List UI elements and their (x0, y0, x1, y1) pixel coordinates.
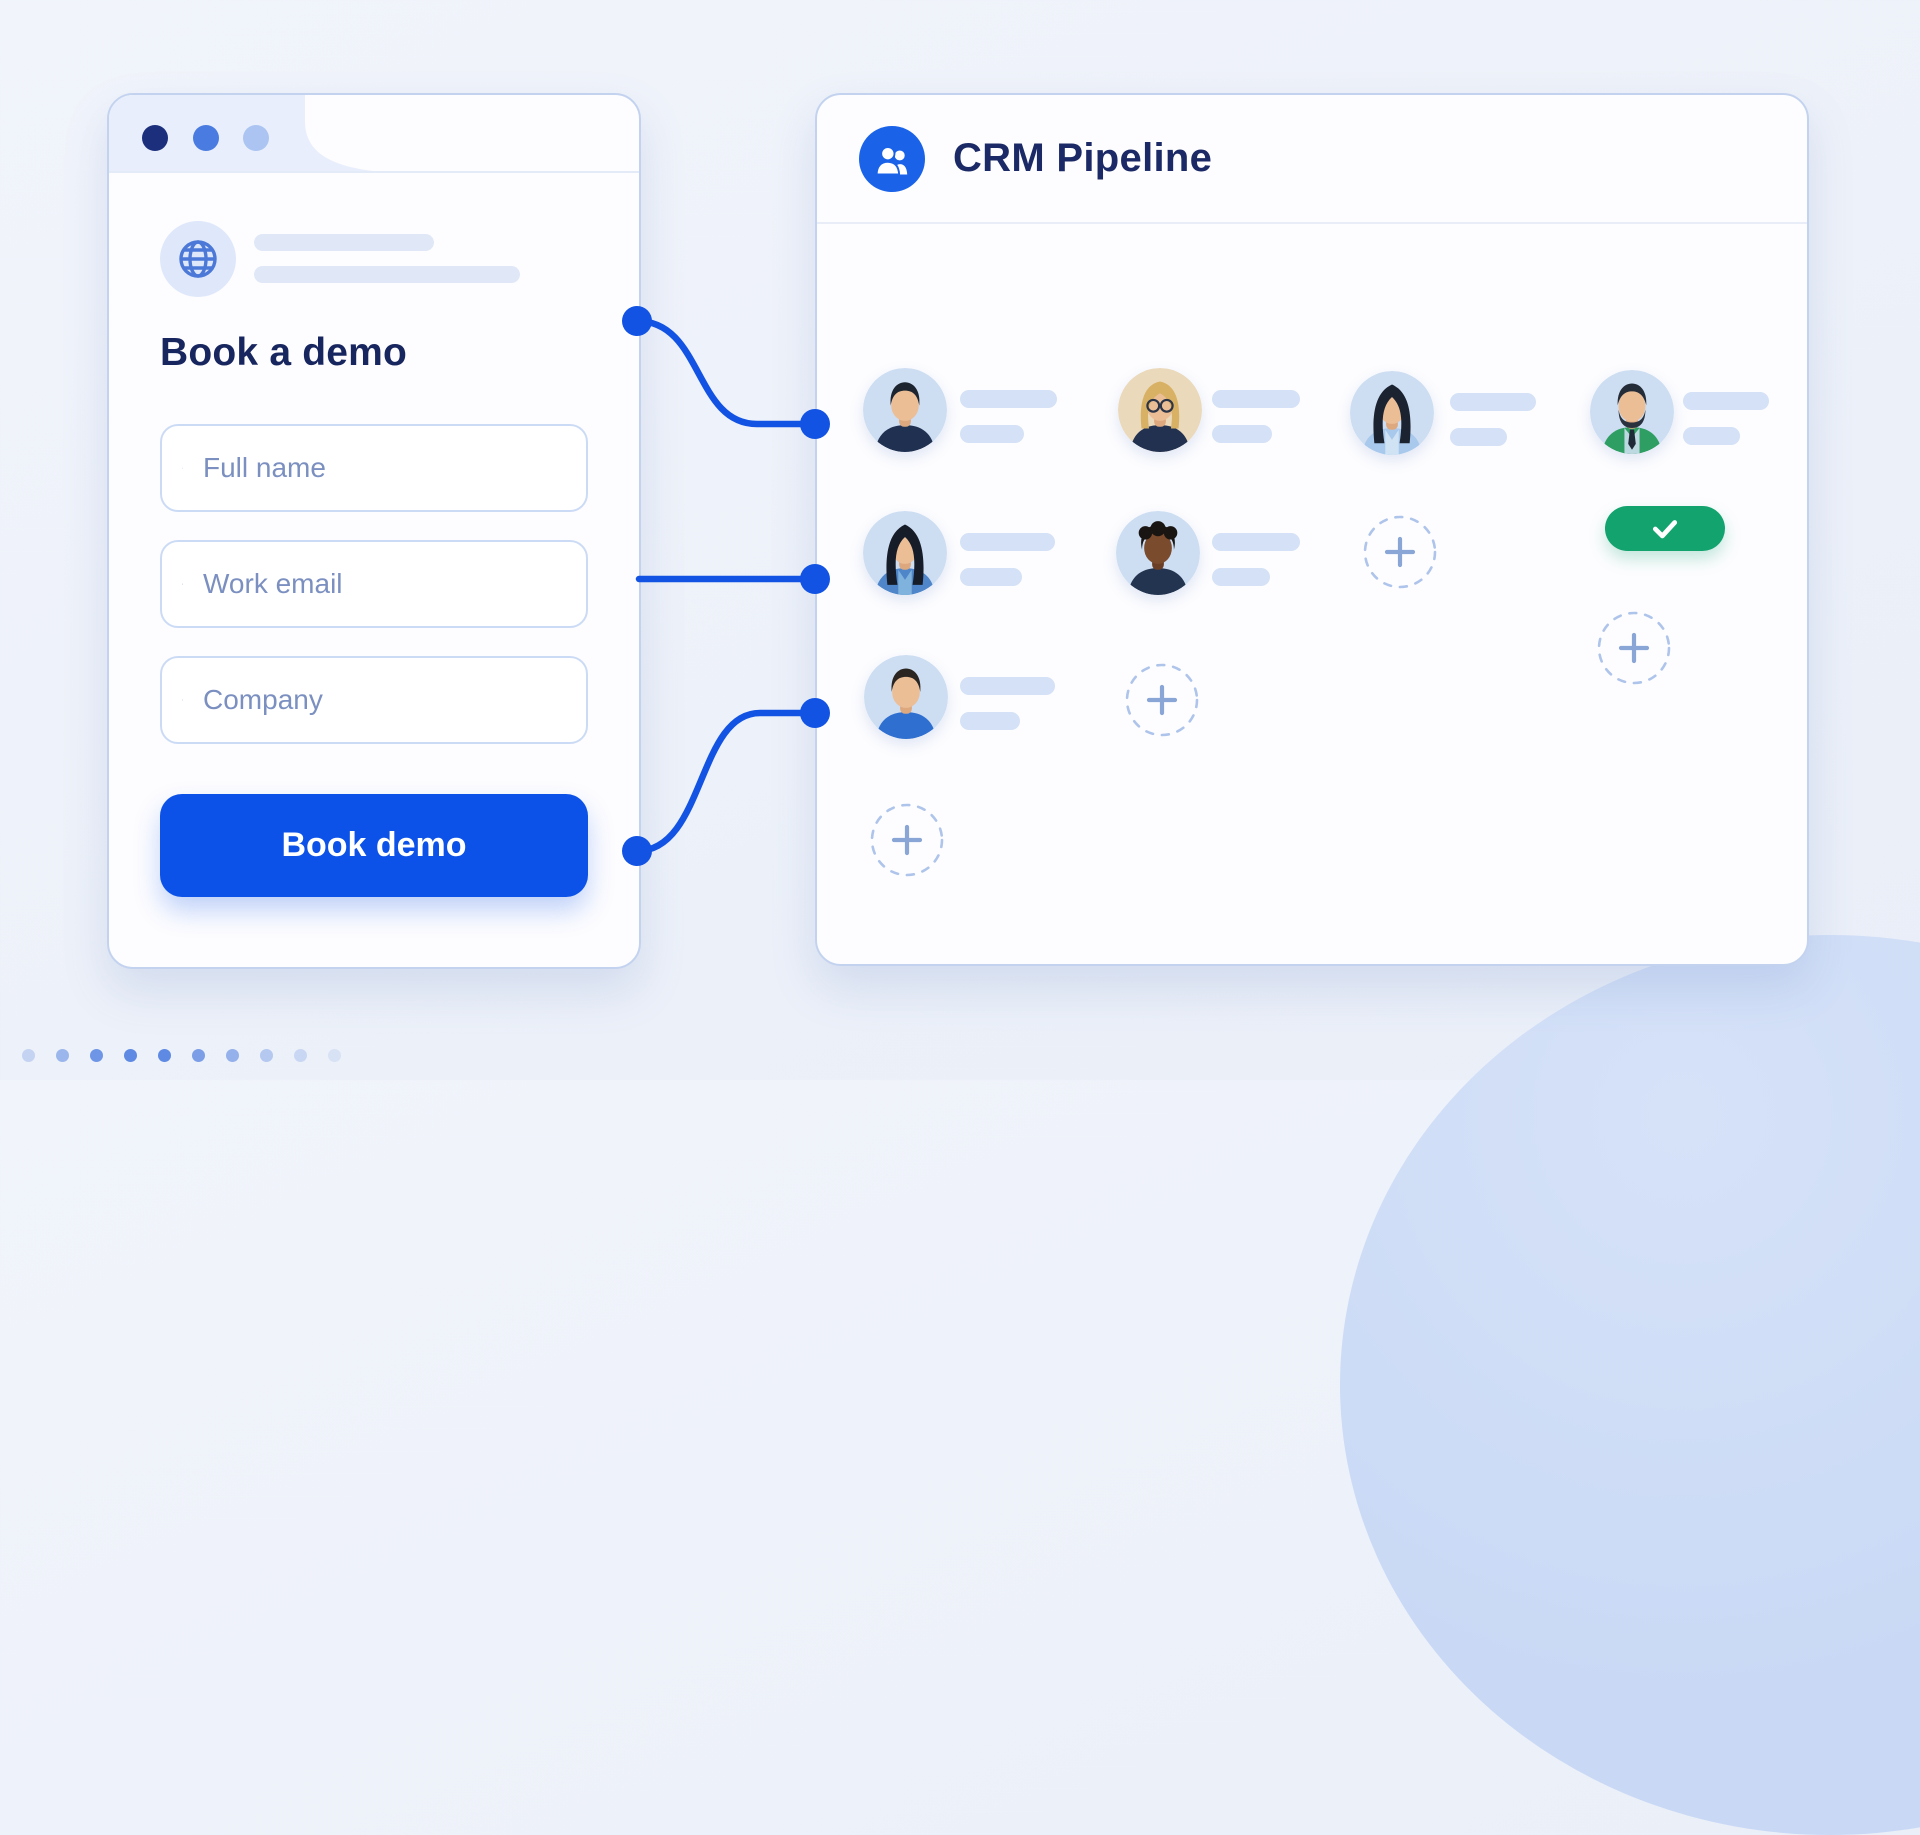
lead-detail-placeholder (1212, 425, 1272, 443)
add-lead-button[interactable] (1362, 514, 1438, 595)
avatar-man-curly-hair (1116, 511, 1200, 595)
connector-curve-top (637, 321, 801, 424)
titlebar-divider (109, 171, 639, 173)
person-icon (182, 451, 183, 485)
building-icon (182, 683, 183, 717)
plus-icon (1596, 610, 1672, 686)
lead-name-placeholder (960, 677, 1055, 695)
avatar-man-navy-shirt (863, 368, 947, 452)
lead-name-placeholder (960, 390, 1057, 408)
check-icon (1648, 515, 1682, 543)
plus-icon (869, 802, 945, 878)
plus-icon (1124, 662, 1200, 738)
avatar-woman-blue-blazer (1350, 371, 1434, 455)
window-dot-3 (243, 125, 269, 151)
plus-icon (1362, 514, 1438, 590)
window-dot-1 (142, 125, 168, 151)
lead-card-avatar[interactable] (863, 368, 947, 452)
company-field[interactable] (160, 656, 588, 744)
crm-header-divider (817, 222, 1807, 224)
background-blob (1340, 935, 1920, 1835)
lead-card-avatar[interactable] (1350, 371, 1434, 455)
avatar-woman-glasses (1118, 368, 1202, 452)
crm-title: CRM Pipeline (953, 136, 1212, 181)
lead-name-placeholder (960, 533, 1055, 551)
crm-app-badge (859, 126, 925, 192)
site-logo-badge (160, 221, 236, 297)
crm-header: CRM Pipeline (817, 95, 1807, 222)
avatar-woman-long-hair (863, 511, 947, 595)
add-lead-button[interactable] (869, 802, 945, 883)
lead-detail-placeholder (960, 425, 1024, 443)
lead-name-placeholder (1683, 392, 1769, 410)
placeholder-line (254, 266, 520, 283)
lead-name-placeholder (1212, 390, 1300, 408)
avatar-man-blue-shirt (864, 655, 948, 739)
placeholder-line (254, 234, 434, 251)
window-controls (142, 125, 269, 151)
lead-detail-placeholder (1683, 427, 1740, 445)
add-lead-button[interactable] (1596, 610, 1672, 691)
lead-card-avatar[interactable] (864, 655, 948, 739)
lead-name-placeholder (1212, 533, 1300, 551)
envelope-icon (182, 567, 183, 601)
work-email-field[interactable] (160, 540, 588, 628)
add-lead-button[interactable] (1124, 662, 1200, 743)
work-email-input[interactable] (201, 567, 566, 601)
decor-dot-row (22, 1049, 341, 1062)
company-input[interactable] (201, 683, 566, 717)
window-dot-2 (193, 125, 219, 151)
lead-detail-placeholder (960, 712, 1020, 730)
lead-name-placeholder (1450, 393, 1536, 411)
lead-card-avatar[interactable] (1590, 370, 1674, 454)
deal-won-badge (1605, 506, 1725, 551)
lead-detail-placeholder (960, 568, 1022, 586)
browser-window: Book a demo Book demo (107, 93, 641, 969)
full-name-input[interactable] (201, 451, 566, 485)
page: { "browser_form": { "window_controls": "… (0, 0, 1920, 1080)
lead-card-avatar[interactable] (1118, 368, 1202, 452)
form-heading: Book a demo (160, 331, 407, 375)
lead-card-avatar[interactable] (863, 511, 947, 595)
users-icon (873, 141, 911, 177)
lead-detail-placeholder (1212, 568, 1270, 586)
lead-card-avatar[interactable] (1116, 511, 1200, 595)
lead-detail-placeholder (1450, 428, 1507, 446)
globe-icon (175, 236, 221, 282)
avatar-man-green-suit (1590, 370, 1674, 454)
full-name-field[interactable] (160, 424, 588, 512)
connector-curve-bottom (637, 713, 801, 851)
book-demo-button[interactable]: Book demo (160, 794, 588, 897)
